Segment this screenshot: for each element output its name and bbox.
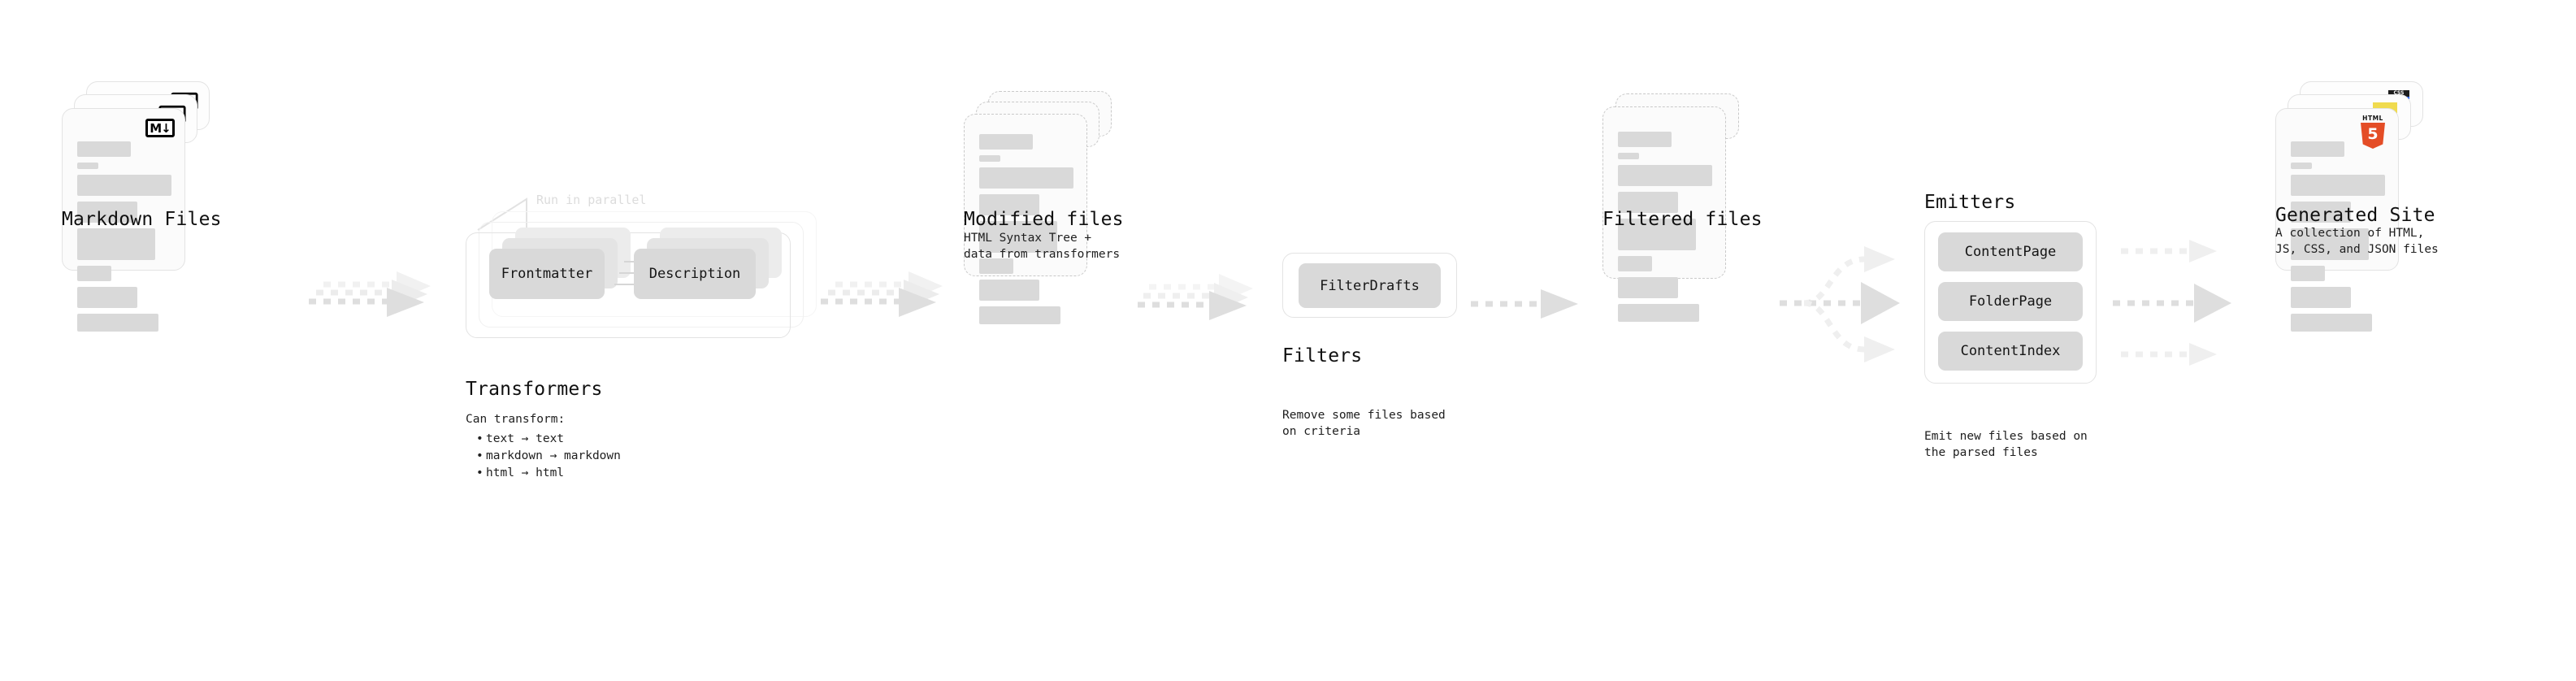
chip-folderpage[interactable]: FolderPage xyxy=(1938,282,2083,321)
chip-description-label: Description xyxy=(648,266,741,282)
filters-group: FilterDrafts xyxy=(1282,253,1457,318)
doc-line xyxy=(77,266,111,281)
doc-line xyxy=(979,134,1033,150)
emitters-title: Emitters xyxy=(1924,192,2016,213)
chip-contentpage-label: ContentPage xyxy=(1964,244,2057,260)
transformers-group: Run in parallel Frontmatter Descripti xyxy=(455,191,837,362)
chip-filterdrafts[interactable]: FilterDrafts xyxy=(1299,263,1441,308)
doc-line xyxy=(979,221,1058,253)
emitters-group: ContentPage FolderPage ContentIndex xyxy=(1924,221,2097,384)
html5-shield xyxy=(2361,123,2385,149)
filtered-files-stack xyxy=(1602,93,1765,322)
transform-bullet: text → text xyxy=(475,431,621,448)
doc-line xyxy=(1618,304,1699,322)
chip-filterdrafts-label: FilterDrafts xyxy=(1320,277,1420,294)
chip-contentindex-label: ContentIndex xyxy=(1960,343,2061,359)
doc-line xyxy=(1618,219,1697,250)
emitters-frame xyxy=(1924,221,2097,384)
markdown-card-content xyxy=(77,141,171,332)
doc-line xyxy=(2291,314,2372,332)
chip-folderpage-label: FolderPage xyxy=(1968,293,2053,310)
doc-line xyxy=(77,314,158,332)
doc-line xyxy=(1618,256,1652,271)
html5-wordmark: HTML xyxy=(2362,115,2383,122)
site-card-content xyxy=(2291,141,2385,332)
doc-line xyxy=(2291,228,2370,260)
doc-line xyxy=(1618,165,1712,186)
modified-files-stack xyxy=(964,91,1126,324)
doc-line xyxy=(2291,202,2352,223)
generated-site-title: Generated Site xyxy=(2275,205,2435,226)
arrow-filters-to-filtered xyxy=(1471,289,1578,319)
generated-site-caption: A collection of HTML, JS, CSS, and JSON … xyxy=(2275,227,2439,256)
chip-frontmatter[interactable]: Frontmatter xyxy=(489,249,605,299)
generated-site-stack: CSS HTML xyxy=(2275,81,2446,332)
doc-line xyxy=(2291,266,2325,281)
transform-bullet: html → html xyxy=(475,465,621,482)
filters-caption: Remove some files based on criteria xyxy=(1282,409,1446,438)
html5-badge-icon: HTML xyxy=(2359,115,2387,149)
doc-line xyxy=(979,194,1040,215)
run-in-parallel-label: Run in parallel xyxy=(536,193,647,207)
transformers-caption-heading: Can transform: xyxy=(466,413,566,426)
doc-line xyxy=(979,306,1060,324)
modified-files-caption: HTML Syntax Tree + data from transformer… xyxy=(964,232,1121,261)
modified-files-title: Modified files xyxy=(964,209,1124,230)
transform-bullet: markdown → markdown xyxy=(475,448,621,465)
doc-line xyxy=(2291,287,2352,308)
transformers-title: Transformers xyxy=(466,379,603,400)
transformers-bullet-list: text → text markdown → markdown html → h… xyxy=(475,431,621,482)
transformer-frame-mid xyxy=(479,222,804,327)
doc-line xyxy=(979,258,1013,274)
doc-line xyxy=(77,175,171,196)
doc-line xyxy=(77,287,138,308)
doc-line xyxy=(77,163,98,169)
arrow-filtered-to-emitters xyxy=(1780,246,1900,362)
doc-line xyxy=(2291,141,2344,157)
emitters-caption: Emit new files based on the parsed files xyxy=(1924,430,2088,459)
chip-description[interactable]: Description xyxy=(634,249,756,299)
arrow-emitters-to-site xyxy=(2113,240,2231,366)
doc-line xyxy=(1618,153,1639,159)
arrow-transformers-to-modified xyxy=(821,271,943,317)
doc-line xyxy=(77,141,131,157)
modified-card-front xyxy=(964,114,1087,324)
chip-contentindex[interactable]: ContentIndex xyxy=(1938,332,2083,371)
markdown-badge-icon: M↓ xyxy=(145,119,175,137)
doc-line xyxy=(979,155,1000,162)
filters-frame xyxy=(1282,253,1457,318)
arrow-modified-to-filters xyxy=(1138,274,1253,320)
arrow-markdown-to-transformers xyxy=(309,271,431,317)
site-card-html: HTML xyxy=(2275,108,2399,332)
doc-line xyxy=(77,228,156,260)
doc-line xyxy=(2291,175,2385,196)
doc-line xyxy=(979,167,1073,189)
doc-line xyxy=(1618,277,1679,298)
markdown-card-front: M↓ xyxy=(62,108,185,332)
doc-line xyxy=(77,202,138,223)
chip-frontmatter-label: Frontmatter xyxy=(501,266,593,282)
doc-line xyxy=(1618,192,1679,213)
modified-card-content xyxy=(979,134,1073,324)
filtered-card-front xyxy=(1602,106,1726,322)
filters-title: Filters xyxy=(1282,345,1363,367)
markdown-files-title: Markdown Files xyxy=(62,209,222,230)
chip-contentpage[interactable]: ContentPage xyxy=(1938,232,2083,271)
doc-line xyxy=(1618,132,1672,147)
doc-line xyxy=(2291,163,2312,169)
doc-line xyxy=(979,280,1040,301)
filtered-card-content xyxy=(1618,132,1712,322)
filtered-files-title: Filtered files xyxy=(1602,209,1763,230)
markdown-files-stack: M↓ M↓ M↓ xyxy=(62,81,232,332)
